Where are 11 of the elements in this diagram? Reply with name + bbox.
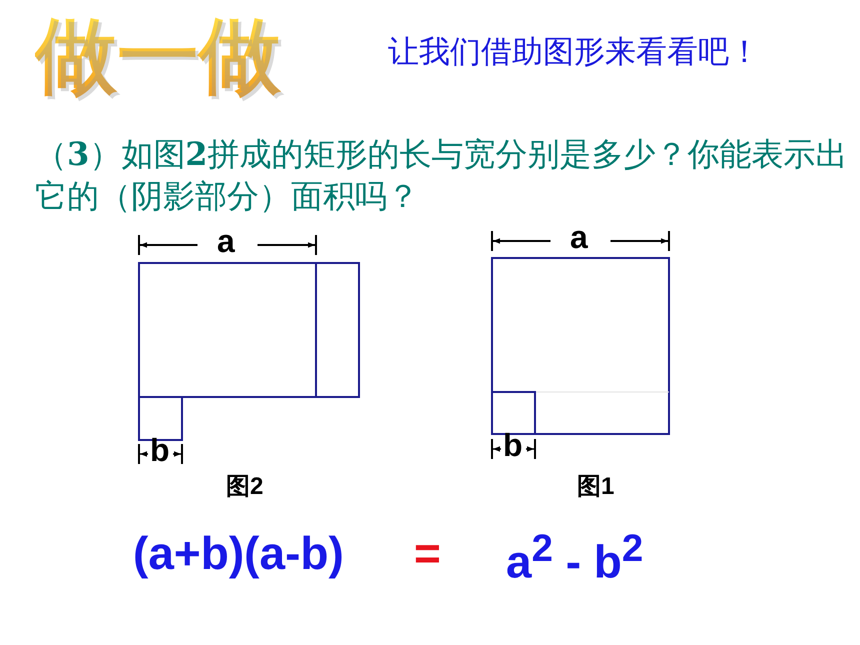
equals-sign: = (414, 526, 441, 581)
figure-caption: 图1 (577, 473, 614, 502)
formula-text: (a+b)(a-b) (133, 526, 344, 581)
figure-caption: 图2 (226, 473, 264, 502)
dimension-label: b (150, 434, 170, 466)
question-text: （3）如图2拼成的矩形的长与宽分别是多少？你能表示出它的（阴影部分）面积吗？ (35, 134, 849, 217)
dimension-label: a (570, 218, 588, 256)
dimension-label: b (503, 429, 523, 461)
dimension-label: a (217, 222, 235, 260)
heading: 让我们借助图形来看看吧！ (388, 34, 760, 72)
formula-text: a$^{2}$ - b$^{2}$ (506, 526, 644, 590)
